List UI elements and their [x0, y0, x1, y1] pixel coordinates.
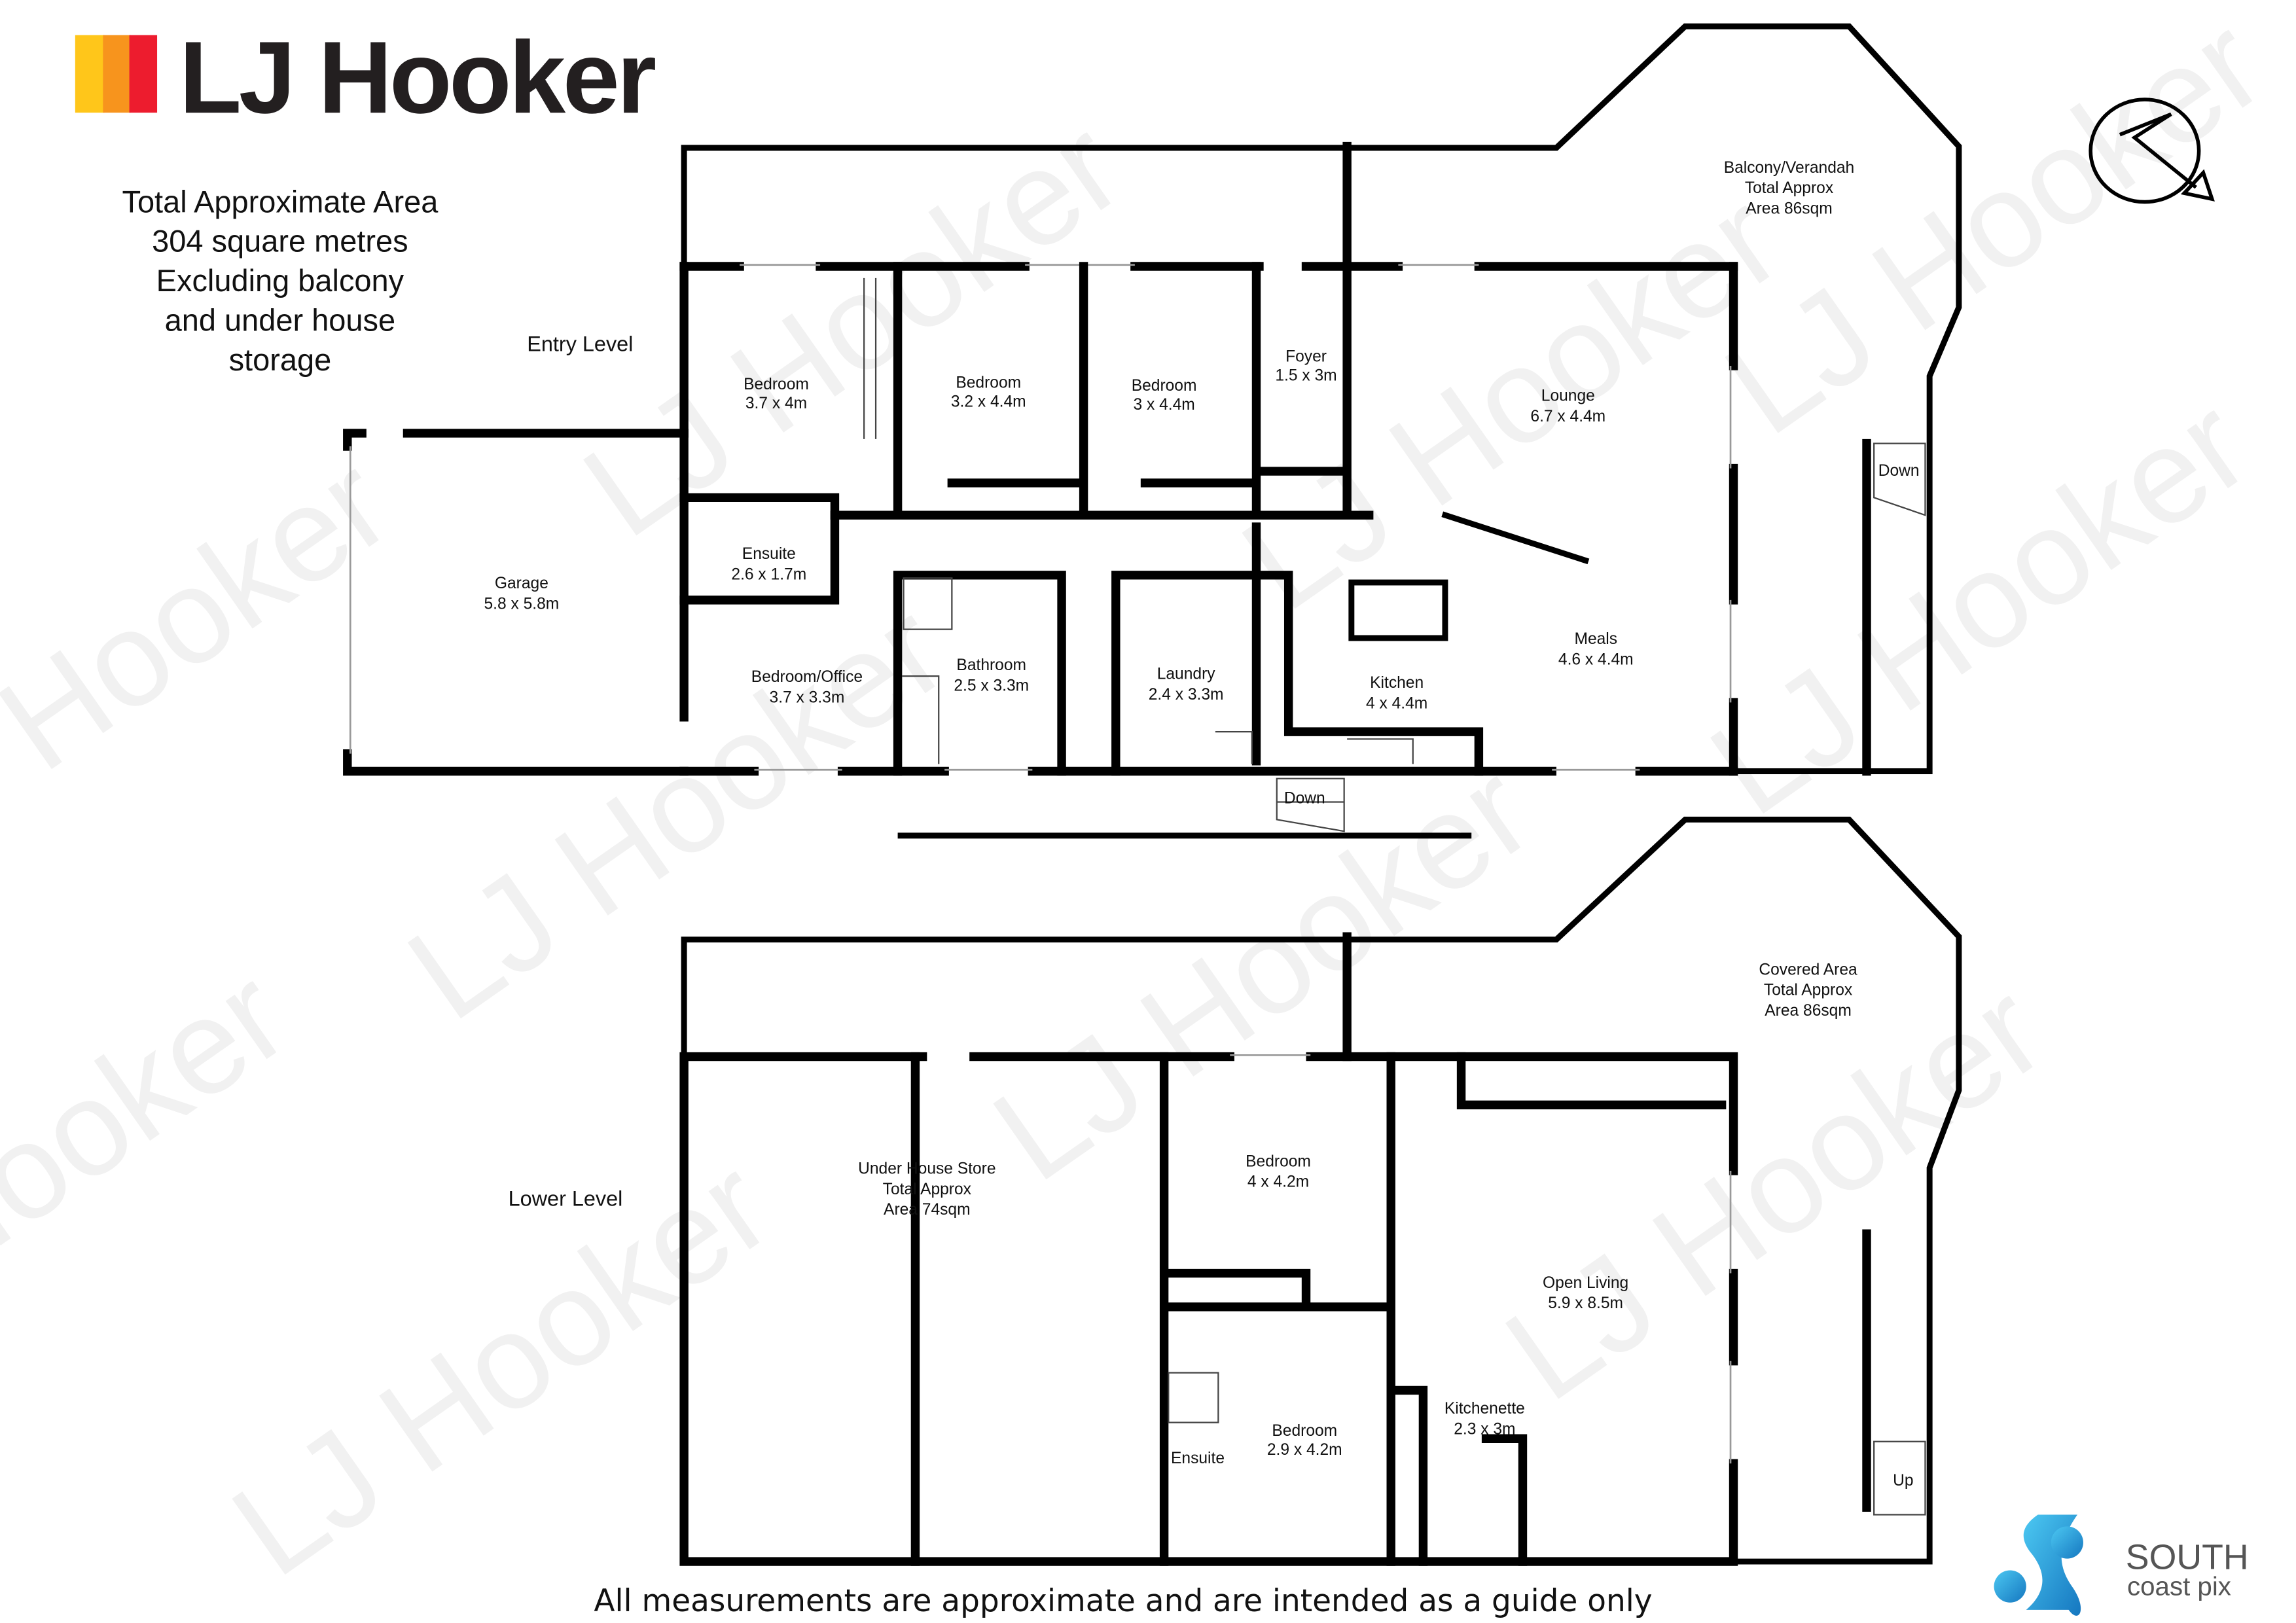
watermark: LJ Hooker — [967, 734, 1556, 1209]
svg-text:3 x 4.4m: 3 x 4.4m — [1133, 396, 1194, 414]
room-kitchen: Kitchen 4 x 4.4m — [1366, 674, 1427, 712]
room-lounge: Lounge 6.7 x 4.4m — [1530, 387, 1605, 425]
svg-text:5.9 x 8.5m: 5.9 x 8.5m — [1548, 1294, 1623, 1312]
room-bedroom-lower-1: Bedroom 4 x 4.2m — [1246, 1152, 1311, 1190]
summary-line: 304 square metres — [152, 224, 408, 259]
svg-text:Ensuite: Ensuite — [1171, 1450, 1225, 1467]
logo-bar-orange — [103, 35, 131, 113]
watermark: LJ Hooker — [382, 573, 971, 1048]
covered-area-label: Total Approx — [1764, 982, 1853, 999]
lower-level-plan: Up Lower Level Covered Area Total Approx… — [509, 816, 1962, 1566]
area-summary: Total Approximate Area 304 square metres… — [122, 184, 439, 377]
watermark: LJ Hooker — [1216, 164, 1805, 639]
svg-text:3.2 x 4.4m: 3.2 x 4.4m — [951, 393, 1026, 411]
store-label: Total Approx — [883, 1181, 972, 1198]
svg-text:Bedroom: Bedroom — [1132, 377, 1197, 395]
svg-text:2.5 x 3.3m: 2.5 x 3.3m — [954, 677, 1029, 695]
room-open-living: Open Living 5.9 x 8.5m — [1543, 1274, 1628, 1312]
level-label: Lower Level — [509, 1187, 623, 1211]
logo-bar-red — [129, 35, 158, 113]
room-ensuite: Ensuite 2.6 x 1.7m — [731, 545, 806, 583]
svg-text:2.6 x 1.7m: 2.6 x 1.7m — [731, 566, 806, 584]
watermark: LJ Hooker — [206, 1130, 795, 1605]
svg-text:6.7 x 4.4m: 6.7 x 4.4m — [1530, 408, 1605, 425]
svg-text:2.9 x 4.2m: 2.9 x 4.2m — [1267, 1441, 1342, 1459]
credit-line2: coast pix — [2127, 1572, 2231, 1601]
entry-level-plan: Down Down Entry Level Balcony/Verandah T… — [343, 23, 1962, 839]
disclaimer: All measurements are approximate and are… — [594, 1583, 1652, 1619]
watermark: LJ Hooker — [0, 427, 415, 902]
store-label: Under House Store — [858, 1160, 996, 1177]
svg-text:1.5 x 3m: 1.5 x 3m — [1275, 366, 1336, 384]
covered-area-label: Area 86sqm — [1765, 1002, 1852, 1020]
svg-text:4 x 4.2m: 4 x 4.2m — [1247, 1173, 1309, 1191]
svg-text:Meals: Meals — [1575, 630, 1618, 648]
stairs-label: Down — [1284, 790, 1325, 808]
svg-text:Open Living: Open Living — [1543, 1274, 1628, 1292]
summary-line: Total Approximate Area — [122, 184, 439, 219]
store-label: Area 74sqm — [884, 1201, 971, 1219]
svg-text:4.6 x 4.4m: 4.6 x 4.4m — [1558, 651, 1634, 668]
north-compass-icon — [2089, 98, 2215, 204]
watermark: LJ Hooker — [558, 90, 1147, 565]
svg-text:Bedroom: Bedroom — [744, 376, 809, 393]
room-kitchenette: Kitchenette 2.3 x 3m — [1444, 1400, 1525, 1438]
svg-text:3.7 x 4m: 3.7 x 4m — [745, 395, 807, 412]
room-laundry: Laundry 2.4 x 3.3m — [1149, 666, 1224, 704]
room-meals: Meals 4.6 x 4.4m — [1558, 630, 1634, 668]
watermark: LJ Hooker — [0, 939, 312, 1414]
svg-text:Bathroom: Bathroom — [956, 656, 1026, 674]
stairs-label: Down — [1878, 462, 1920, 480]
svg-text:Lounge: Lounge — [1541, 387, 1595, 405]
room-bedroom-1: Bedroom 3.7 x 4m — [744, 376, 809, 412]
balcony-label: Area 86sqm — [1746, 200, 1833, 217]
covered-area-label: Covered Area — [1759, 961, 1857, 978]
balcony-label: Balcony/Verandah — [1724, 159, 1855, 177]
svg-text:Kitchen: Kitchen — [1370, 674, 1424, 692]
summary-line: and under house — [165, 302, 395, 337]
logo-bar-yellow — [75, 35, 105, 113]
room-bedroom-office: Bedroom/Office 3.7 x 3.3m — [751, 668, 863, 706]
balcony-label: Total Approx — [1745, 179, 1834, 197]
svg-text:Bedroom: Bedroom — [1272, 1422, 1337, 1440]
svg-text:Laundry: Laundry — [1157, 666, 1216, 683]
svg-text:Kitchenette: Kitchenette — [1444, 1400, 1525, 1418]
level-label: Entry Level — [527, 332, 633, 356]
summary-line: Excluding balcony — [156, 263, 404, 298]
room-ensuite-lower: Ensuite — [1171, 1450, 1225, 1467]
credit-line1: SOUTH — [2126, 1537, 2249, 1577]
svg-text:Garage: Garage — [495, 575, 548, 592]
summary-line: storage — [229, 342, 332, 377]
svg-text:Bedroom/Office: Bedroom/Office — [751, 668, 863, 686]
svg-text:Foyer: Foyer — [1285, 348, 1327, 365]
svg-text:2.3 x 3m: 2.3 x 3m — [1454, 1421, 1515, 1438]
svg-text:5.8 x 5.8m: 5.8 x 5.8m — [484, 595, 560, 613]
lj-hooker-logo: LJ Hooker — [75, 20, 658, 135]
logo-text: LJ Hooker — [179, 20, 656, 135]
svg-text:4 x 4.4m: 4 x 4.4m — [1366, 694, 1427, 712]
svg-text:2.4 x 3.3m: 2.4 x 3.3m — [1149, 686, 1224, 704]
svg-text:Bedroom: Bedroom — [1246, 1152, 1311, 1170]
watermark: LJ Hooker — [1480, 954, 2069, 1429]
stairs-label: Up — [1893, 1472, 1913, 1489]
svg-text:3.7 x 3.3m: 3.7 x 3.3m — [770, 688, 845, 706]
room-bathroom: Bathroom 2.5 x 3.3m — [954, 656, 1029, 694]
room-garage: Garage 5.8 x 5.8m — [484, 575, 560, 613]
svg-text:Ensuite: Ensuite — [742, 545, 796, 563]
svg-text:Bedroom: Bedroom — [956, 374, 1021, 392]
south-coast-pix-logo: SOUTH coast pix — [1994, 1514, 2249, 1616]
